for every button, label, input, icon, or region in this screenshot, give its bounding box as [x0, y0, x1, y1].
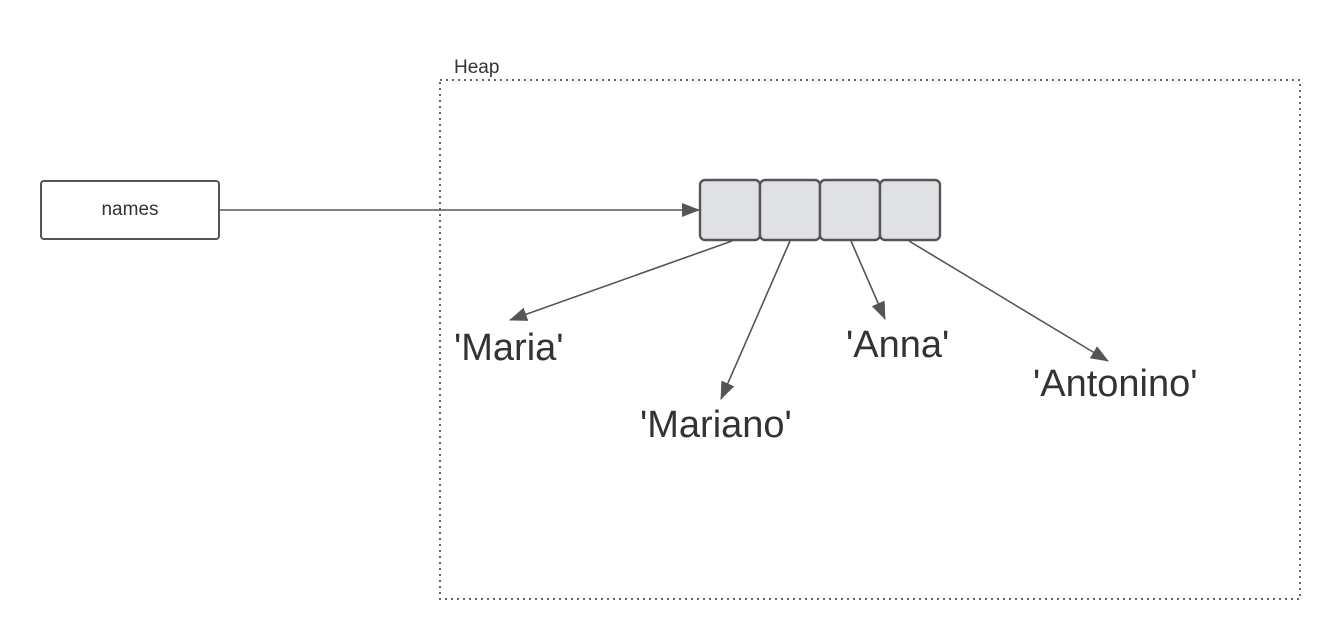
string-value-label: 'Mariano' — [640, 404, 792, 446]
slot-2-arrow — [850, 240, 886, 320]
variable-name: names — [101, 199, 159, 220]
array-slot-2 — [818, 178, 882, 242]
array-slot-3 — [878, 178, 942, 242]
slot-0-arrow — [509, 240, 733, 321]
array-slot-0 — [698, 178, 762, 242]
array-slot-1 — [758, 178, 822, 242]
slot-3-arrow — [908, 240, 1109, 362]
string-value-label: 'Maria' — [454, 327, 564, 369]
slot-1-arrow — [720, 240, 791, 400]
string-value-label: 'Anna' — [846, 324, 950, 366]
variable-box: names — [40, 180, 220, 240]
heap-label: Heap — [454, 57, 500, 78]
string-value-label: 'Antonino' — [1033, 363, 1198, 405]
